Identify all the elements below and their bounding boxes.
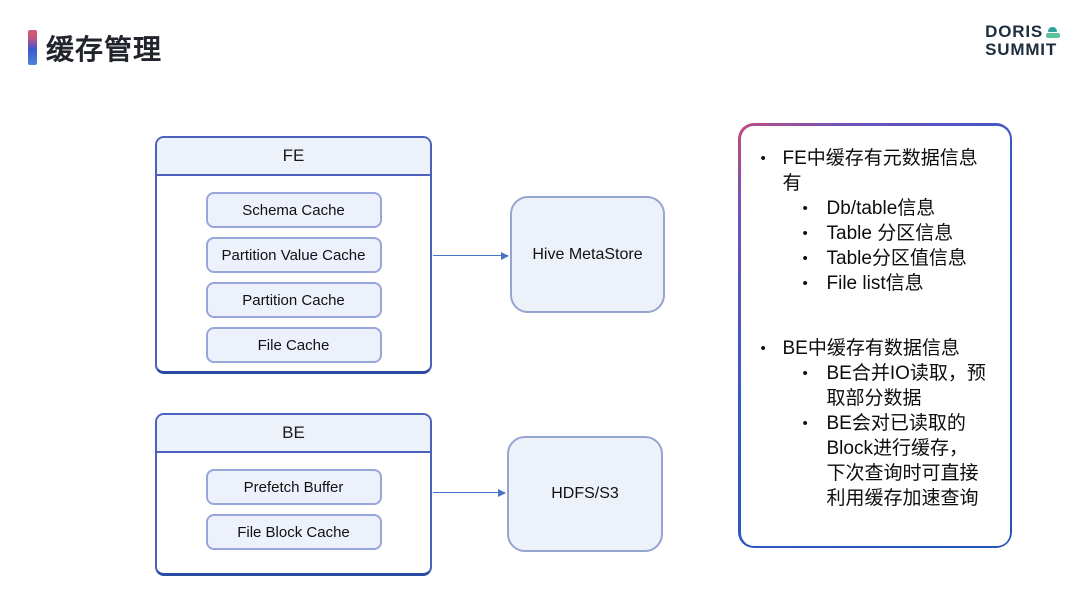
bullet-icon: • xyxy=(802,224,808,242)
bullet-icon: • xyxy=(760,339,766,357)
list-item: • BE合并IO读取，预取部分数据 xyxy=(802,362,986,409)
schema-cache-chip: Schema Cache xyxy=(205,192,382,228)
arrow-be-to-hdfs xyxy=(433,488,506,497)
be-notes-group: • BE中缓存有数据信息 • BE合并IO读取，预取部分数据 • BE会对已读取… xyxy=(759,336,996,511)
be-node-body: Prefetch Buffer File Block Cache xyxy=(157,453,430,573)
file-block-cache-chip: File Block Cache xyxy=(205,514,382,550)
bullet-icon: • xyxy=(802,249,808,267)
hive-metastore-box: Hive MetaStore xyxy=(510,196,665,313)
fe-node-body: Schema Cache Partition Value Cache Parti… xyxy=(157,176,430,371)
logo-text-summit: SUMMIT xyxy=(985,40,1058,59)
notes-panel-content: • FE中缓存有元数据信息有 • Db/table信息 • Table 分区信息… xyxy=(740,125,1010,546)
partition-value-cache-chip: Partition Value Cache xyxy=(205,237,382,273)
bullet-icon: • xyxy=(802,364,808,382)
list-item: • Table 分区信息 xyxy=(802,222,954,244)
be-node-title: BE xyxy=(157,415,430,453)
title-accent-bar xyxy=(28,30,37,65)
be-node-box: BE Prefetch Buffer File Block Cache xyxy=(155,413,432,576)
list-item: • BE中缓存有数据信息 xyxy=(760,337,960,359)
fe-notes-group: • FE中缓存有元数据信息有 • Db/table信息 • Table 分区信息… xyxy=(759,146,996,296)
fe-node-box: FE Schema Cache Partition Value Cache Pa… xyxy=(155,136,432,374)
fe-node-title: FE xyxy=(157,138,430,176)
list-item: • FE中缓存有元数据信息有 xyxy=(760,147,978,194)
slide-header: 缓存管理 DORIS SUMMIT xyxy=(0,0,1080,80)
partition-cache-chip: Partition Cache xyxy=(205,282,382,318)
arrow-fe-to-hive xyxy=(433,251,509,260)
page-title: 缓存管理 xyxy=(46,34,163,65)
notes-panel: • FE中缓存有元数据信息有 • Db/table信息 • Table 分区信息… xyxy=(738,123,1012,548)
bullet-icon: • xyxy=(802,199,808,217)
bullet-icon: • xyxy=(802,274,808,292)
list-item: • Table分区值信息 xyxy=(802,247,967,269)
bullet-icon: • xyxy=(760,149,766,167)
doris-summit-logo-icon xyxy=(1046,27,1060,41)
hdfs-s3-box: HDFS/S3 xyxy=(507,436,663,552)
logo-text-doris: DORIS xyxy=(985,22,1043,41)
prefetch-buffer-chip: Prefetch Buffer xyxy=(205,469,382,505)
doris-summit-logo: DORIS SUMMIT xyxy=(985,23,1060,59)
bullet-icon: • xyxy=(802,414,808,432)
list-item: • BE会对已读取的Block进行缓存，下次查询时可直接利用缓存加速查询 xyxy=(802,412,979,509)
file-cache-chip: File Cache xyxy=(205,327,382,363)
list-item: • Db/table信息 xyxy=(802,197,936,219)
list-item: • File list信息 xyxy=(802,272,924,294)
